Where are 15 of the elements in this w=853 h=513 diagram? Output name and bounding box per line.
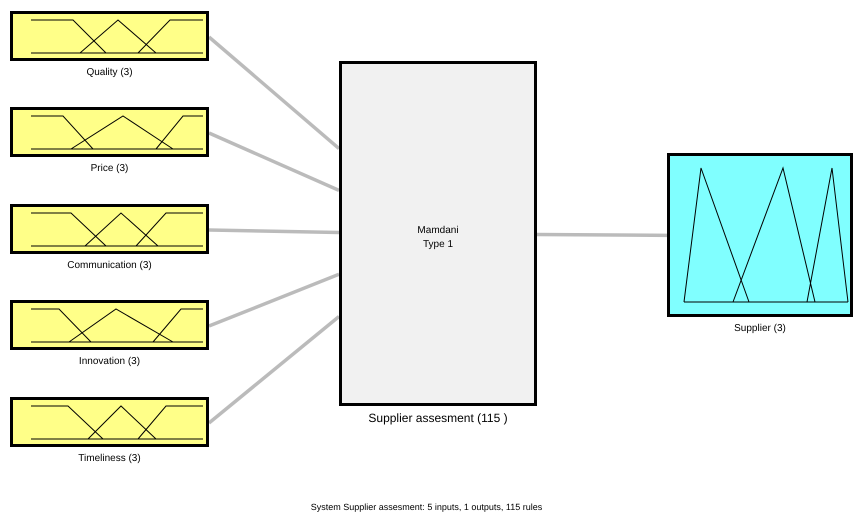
variable-name-label: Price (3): [90, 163, 128, 174]
inference-type-text: Mamdani Type 1: [416, 224, 460, 252]
system-name-label: Supplier assesment (115 ): [368, 411, 508, 425]
connector-line: [208, 36, 340, 150]
variable-name-label: Quality (3): [86, 67, 133, 78]
connector-line: [208, 131, 340, 192]
variable-name-label: Communication (3): [67, 260, 152, 271]
connector-line: [536, 232, 668, 238]
system-summary-caption: System Supplier assesment: 5 inputs, 1 outputs, 115 rules: [310, 502, 542, 512]
variable-name-label: Timeliness (3): [78, 453, 141, 464]
variable-name-label: Innovation (3): [78, 356, 140, 367]
connector-line: [208, 315, 340, 424]
connector-line: [208, 228, 340, 234]
variable-name-label: Supplier (3): [734, 323, 786, 334]
connector-line: [208, 272, 340, 328]
